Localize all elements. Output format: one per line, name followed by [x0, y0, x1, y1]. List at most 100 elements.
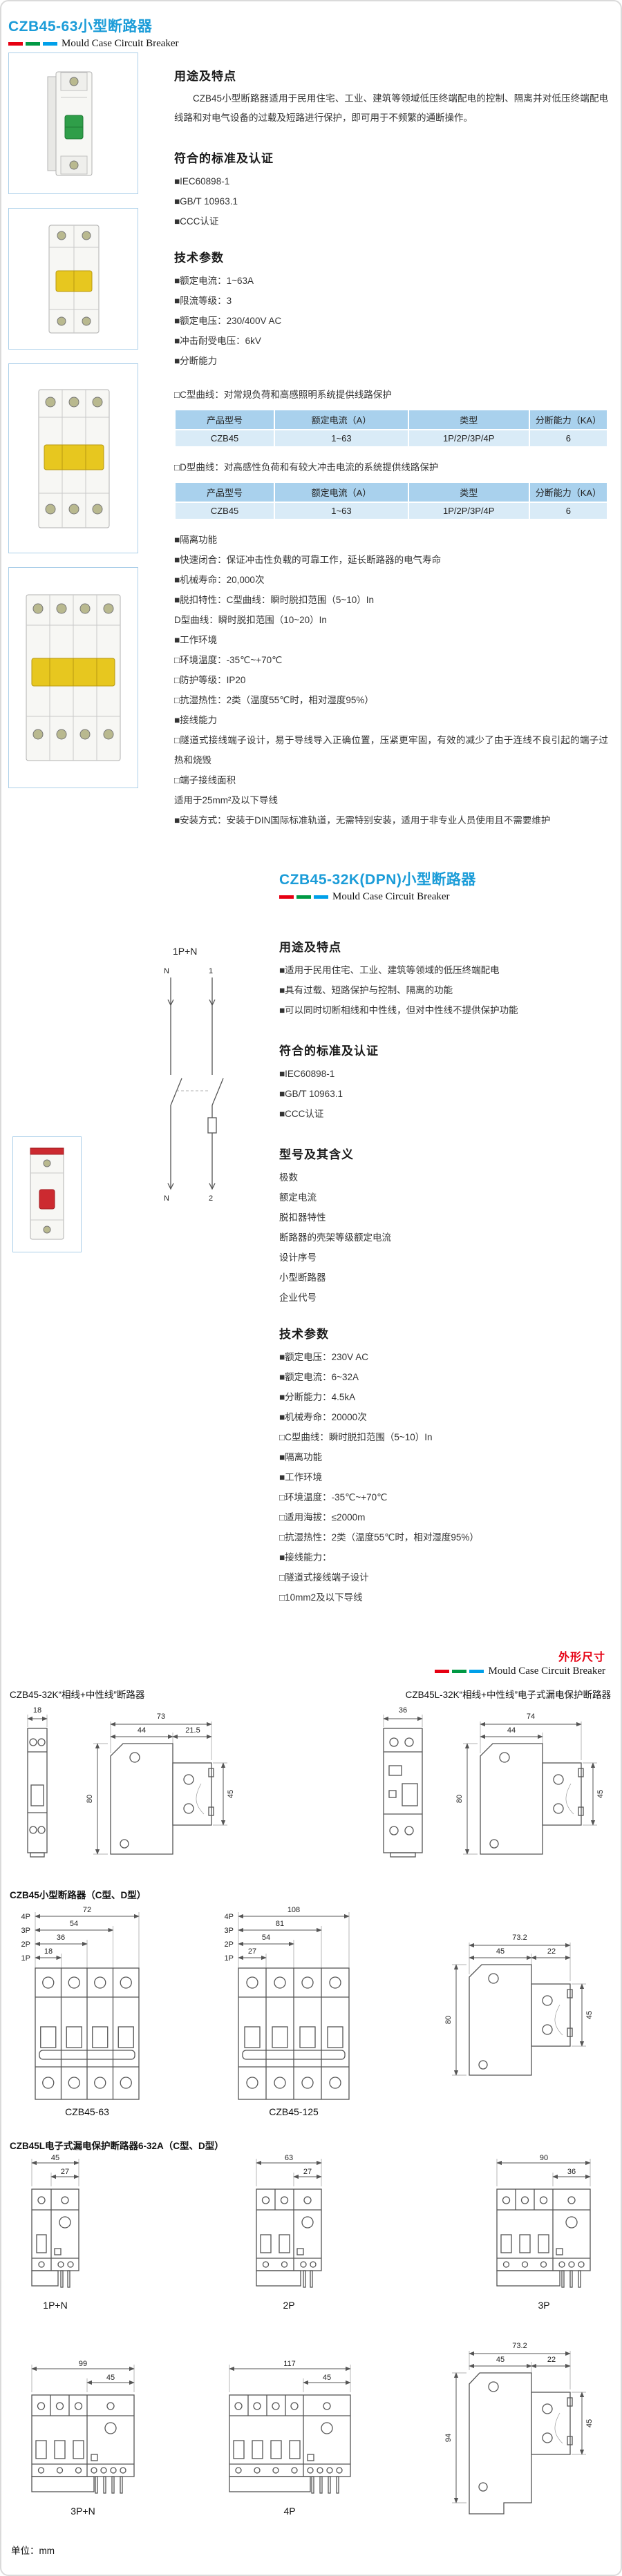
model-meaning-item: 脱扣器特性	[279, 1212, 326, 1223]
usage-item: ■适用于民用住宅、工业、建筑等领域的低压终端配电	[279, 965, 500, 975]
curve-c-table: 产品型号 额定电流（A） 类型 分断能力（KA） CZB45 1~63 1P/2…	[174, 409, 608, 448]
czb45l-side-view: 73.2 45 22 94	[444, 2342, 594, 2515]
dim-inner: 36	[567, 2168, 576, 2176]
dim-right: 45	[227, 1790, 235, 1798]
tech-item: ■工作环境	[279, 1472, 323, 1482]
dim-3p: 81	[276, 1920, 284, 1928]
blue-dash-icon	[469, 1670, 484, 1673]
dim-b: 22	[547, 1947, 556, 1956]
czb45l-32k-front-view: 36	[383, 1706, 423, 1858]
dim-total: 63	[284, 2154, 292, 2162]
table-header-cell: 产品型号	[176, 483, 274, 502]
standards-heading: 符合的标准及认证	[174, 152, 274, 165]
dim-right: 45	[585, 2419, 594, 2427]
dim-total: 73	[157, 1712, 165, 1721]
row1-left-label: CZB45-32K“相线+中性线”断路器	[10, 1690, 145, 1700]
dimensions-heading: 外形尺寸	[558, 1652, 605, 1663]
page-subtitle: Mould Case Circuit Breaker	[62, 38, 179, 49]
page-subtitle-row: Mould Case Circuit Breaker	[8, 38, 621, 50]
dim-4p: 108	[288, 1906, 300, 1914]
dim-height: 94	[444, 2434, 453, 2442]
dim-2p: 36	[57, 1934, 65, 1942]
feature-item: ■接线能力	[174, 715, 218, 725]
dim-3p: 54	[70, 1920, 78, 1928]
table-cell: CZB45	[176, 503, 274, 519]
wiring-diagram-1p-n: N 1 N	[164, 967, 224, 1203]
pole-label: 4P	[225, 1913, 234, 1921]
drawing-caption: 1P+N	[43, 2300, 67, 2311]
feature-item: □抗湿热性：2类（温度55℃时，相对湿度95%）	[174, 695, 374, 705]
dim-right: 45	[596, 1790, 605, 1798]
feature-item: 适用于25mm²及以下导线	[174, 795, 279, 805]
usage-item: ■可以同时切断相线和中性线，但对中性线不提供保护功能	[279, 1005, 518, 1015]
breaker-3p-illustration	[38, 389, 109, 528]
usage-heading: 用途及特点	[174, 70, 236, 83]
green-dash-icon	[452, 1670, 467, 1673]
pole-label: 2P	[225, 1940, 234, 1949]
czb45-32k-front-view: 18	[27, 1706, 48, 1858]
table-header-cell: 分断能力（KA）	[529, 483, 607, 502]
green-dash-icon	[26, 42, 40, 46]
table-cell: 6	[529, 430, 607, 446]
dim-total: 73.2	[512, 2342, 527, 2350]
dim-total: 117	[283, 2360, 296, 2368]
green-dash-icon	[296, 895, 311, 899]
table-header-cell: 产品型号	[176, 410, 274, 429]
dim-height: 80	[86, 1795, 94, 1803]
product-photo-4p	[8, 567, 138, 788]
usage-heading: 用途及特点	[279, 941, 341, 954]
feature-item: ■隔离功能	[174, 535, 218, 545]
tech-item: ■额定电流：6~32A	[279, 1372, 359, 1382]
blue-dash-icon	[43, 42, 57, 46]
drawing-caption: CZB45-125	[269, 2106, 319, 2117]
pole-label: 3P	[21, 1927, 30, 1935]
section2-title: CZB45-32K(DPN)小型断路器	[279, 872, 476, 888]
czb45l-3p-n-front-view: 99 45 3P+N	[31, 2360, 135, 2517]
section2-header: CZB45-32K(DPN)小型断路器 Mould Case Circuit B…	[279, 868, 621, 903]
dim-4p: 72	[83, 1906, 91, 1914]
standard-item: ■GB/T 10963.1	[279, 1089, 343, 1099]
tech-heading: 技术参数	[279, 1328, 329, 1341]
tech-item: ■隔离功能	[279, 1452, 323, 1462]
table-header-cell: 额定电流（A）	[275, 410, 408, 429]
product-photo-dpn	[12, 1136, 82, 1252]
model-meaning-item: 断路器的壳架等级额定电流	[279, 1232, 391, 1243]
tech-item: ■分断能力：4.5kA	[279, 1392, 356, 1402]
breaker-1p-illustration	[47, 71, 93, 175]
tech-item: ■接线能力：	[279, 1552, 332, 1563]
table-cell: 1~63	[275, 430, 408, 446]
model-meaning-item: 极数	[279, 1172, 298, 1183]
czb45l-32k-drawing-group: 36 74 44	[366, 1702, 615, 1868]
section2-diagram-column: 1P+N N 1	[8, 903, 279, 1601]
red-dash-icon	[279, 895, 294, 899]
section1-body: 用途及特点 CZB45小型断路器适用于民用住宅、工业、建筑等领域低压终端配电的控…	[1, 50, 621, 830]
breaker-2p-illustration	[48, 225, 100, 333]
czb45l-4p-front-view: 117 45	[228, 2360, 351, 2517]
model-meaning-heading: 型号及其含义	[279, 1148, 354, 1161]
section2-body: 1P+N N 1	[1, 903, 621, 1607]
pole-label: 3P	[225, 1927, 234, 1935]
tech-item: ■额定电压：230V AC	[279, 1352, 368, 1362]
row1-right-label: CZB45L-32K“相线+中性线”电子式漏电保护断路器	[405, 1690, 611, 1700]
curve-d-table: 产品型号 额定电流（A） 类型 分断能力（KA） CZB45 1~63 1P/2…	[174, 481, 608, 520]
product-photo-2p	[8, 208, 138, 350]
dimension-row-1: 18 73 44	[1, 1702, 621, 1868]
model-meaning-item: 额定电流	[279, 1192, 317, 1203]
pole-label: 1P	[225, 1954, 234, 1963]
dimensions-section: 外形尺寸 Mould Case Circuit Breaker CZB45-32…	[1, 1648, 621, 2557]
product-photo-1p	[8, 53, 138, 194]
feature-item: ■快速闭合：保证冲击性负载的可靠工作，延长断路器的电气寿命	[174, 555, 442, 565]
dim-inner: 45	[106, 2374, 115, 2382]
dim-2p: 54	[262, 1934, 270, 1942]
curve-d-label: □D型曲线：对高感性负荷和有较大冲击电流的系统提供线路保护	[174, 462, 439, 473]
dimension-row-2: 4P 3P 2P 1P 72 54 36 18	[1, 1902, 621, 2120]
feature-item: ■工作环境	[174, 635, 218, 645]
feature-item: D型曲线：瞬时脱扣范围（10~20）In	[174, 615, 327, 625]
section2: CZB45-32K(DPN)小型断路器 Mould Case Circuit B…	[1, 868, 621, 1607]
czb45l-1p-n-front-view: 45 27 1P+N	[31, 2154, 79, 2311]
table-cell: 1~63	[275, 503, 408, 519]
table-cell: CZB45	[176, 430, 274, 446]
section1-header: CZB45-63小型断路器 Mould Case Circuit Breaker	[1, 11, 621, 50]
tech-item: ■限流等级：3	[174, 296, 232, 306]
tech-item: □适用海拔：≤2000m	[279, 1512, 366, 1523]
